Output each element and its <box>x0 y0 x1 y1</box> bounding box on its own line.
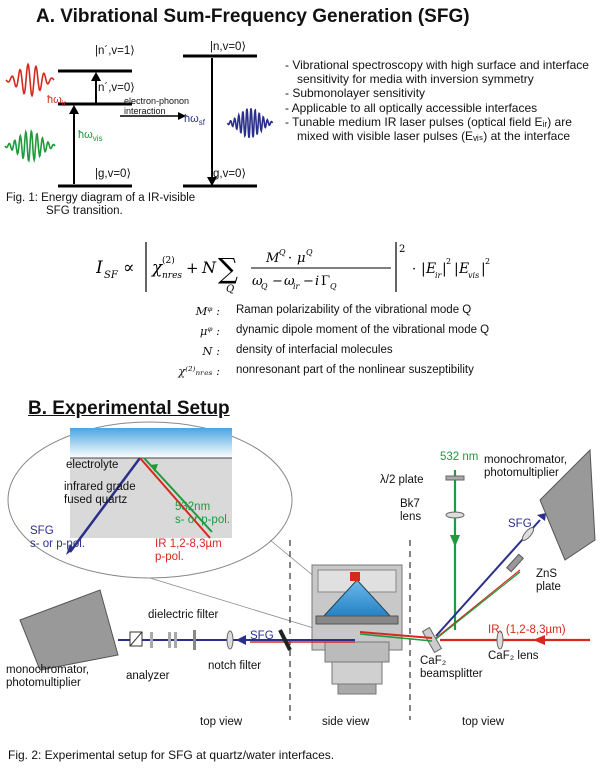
sfg-right-label: SFG <box>508 518 532 530</box>
bullet-item: - Tunable medium IR laser pulses (optica… <box>285 114 572 144</box>
photon-sf-label: ħωsf <box>184 113 205 128</box>
svg-text:Q: Q <box>330 282 337 291</box>
sf-arrow-head <box>207 177 217 186</box>
svg-text:Γ: Γ <box>321 274 330 289</box>
svg-text:ir: ir <box>293 282 301 291</box>
side-view-label: side view <box>322 716 370 728</box>
svg-text:N: N <box>201 258 217 277</box>
svg-text:μ: μ <box>297 251 305 266</box>
ir-arrow-head <box>91 72 101 81</box>
svg-text:∝: ∝ <box>123 258 135 278</box>
sfg-left-label: SFG <box>250 630 274 642</box>
svg-text:χ: χ <box>151 258 164 278</box>
svg-text:vis: vis <box>468 271 479 280</box>
zns-plate-label: ZnS plate <box>536 568 561 593</box>
vis-arrow-head <box>69 105 79 114</box>
analyzer-label: analyzer <box>126 670 170 682</box>
ir-right-label: IR. (1,2-8,3µm) <box>488 624 566 636</box>
top-view-left-label: top view <box>200 716 243 728</box>
svg-text:I: I <box>96 258 103 278</box>
label-g-left: |g,v=0⟩ <box>95 168 131 180</box>
svg-text:SF: SF <box>104 270 119 281</box>
half-wave-plate-label: λ/2 plate <box>380 474 424 486</box>
caf2-lens-label: CaF₂ lens <box>488 650 539 662</box>
svg-text:Q: Q <box>279 248 286 257</box>
svg-text:ω: ω <box>252 274 263 289</box>
energy-diagram <box>4 54 274 188</box>
svg-text:M: M <box>265 251 280 266</box>
monochromator-left-label: monochromator, photomultiplier <box>6 664 90 689</box>
inset-vis-label: 532nm s- or p-pol. <box>175 501 230 526</box>
electrolyte-label: electrolyte <box>66 459 119 471</box>
label-n-prime-v0: |n´,v=0⟩ <box>95 82 135 94</box>
label-n-v0: |n,v=0⟩ <box>210 41 246 53</box>
svg-text:·: · <box>288 251 292 266</box>
interaction-label: electron-phonon interaction <box>124 96 190 116</box>
svg-text:Q: Q <box>306 248 313 257</box>
svg-text:Q: Q <box>261 282 268 291</box>
wavelength-532-label: 532 nm <box>440 451 479 463</box>
svg-text:|: | <box>442 261 447 277</box>
ir-wave-packet <box>5 62 55 98</box>
svg-text:ω: ω <box>284 274 295 289</box>
svg-text:−: − <box>303 274 314 289</box>
svg-text:(2): (2) <box>162 255 175 266</box>
bullet-item: - Vibrational spectroscopy with high sur… <box>285 58 589 87</box>
feature-list: - Vibrational spectroscopy with high sur… <box>285 58 590 143</box>
label-g-right: |g,v=0⟩ <box>210 168 246 180</box>
svg-text:−: − <box>272 274 283 289</box>
svg-text:2: 2 <box>485 257 490 266</box>
svg-text:|: | <box>481 261 486 277</box>
inset-sfg-beam <box>68 457 142 553</box>
svg-text:∑: ∑ <box>218 252 238 285</box>
notch-filter-label: notch filter <box>208 660 262 672</box>
sf-wave-packet <box>226 108 274 138</box>
svg-text:Q: Q <box>226 284 234 295</box>
section-a-title: A. Vibrational Sum-Frequency Generation … <box>36 6 470 27</box>
photon-ir-label: ħωir <box>47 94 67 109</box>
setup-diagram <box>7 421 596 720</box>
svg-text:i: i <box>315 274 319 289</box>
vis-wave-packet <box>4 129 56 164</box>
svg-text:E: E <box>425 261 436 277</box>
svg-text:+: + <box>186 259 199 277</box>
svg-text:ir: ir <box>435 271 443 280</box>
inset-ir-beam <box>139 457 211 539</box>
inset-ir-label: IR 1,2-8,3µm p-pol. <box>155 538 222 563</box>
section-b-title: B. Experimental Setup <box>28 398 230 419</box>
bullet-item: - Applicable to all optically accessible… <box>285 100 538 115</box>
svg-text:|: | <box>454 261 459 277</box>
fig1-caption: Fig. 1: Energy diagram of a IR-visible S… <box>6 192 196 217</box>
svg-text:nres: nres <box>162 271 182 281</box>
photon-vis-label: ħωvis <box>78 129 103 144</box>
dielectric-filter-label: dielectric filter <box>148 609 219 621</box>
monochromator-right <box>539 448 596 561</box>
bk7-lens-label: Bk7 lens <box>400 498 422 523</box>
label-n-prime-v1: |n´,v=1⟩ <box>95 45 135 57</box>
sfg-intensity-formula: I SF ∝ χ (2) nres + N ∑ Q M Q · μ Q ω Q … <box>96 242 490 295</box>
svg-text:E: E <box>458 261 469 277</box>
electrolyte-layer <box>70 428 232 458</box>
svg-text:·: · <box>412 262 416 277</box>
svg-text:|: | <box>421 261 426 277</box>
svg-text:2: 2 <box>399 244 405 255</box>
monochromator-right-label: monochromator, photomultiplier <box>484 454 568 479</box>
quartz-label: infrared grade fused quartz <box>64 481 136 506</box>
top-view-right-label: top view <box>462 716 505 728</box>
monochromator-left <box>19 589 119 671</box>
svg-text:2: 2 <box>446 257 451 266</box>
bullet-item: - Submonolayer sensitivity <box>285 86 426 101</box>
caf2-beamsplitter-label: CaF₂ beamsplitter <box>420 655 483 680</box>
fig2-caption: Fig. 2: Experimental setup for SFG at qu… <box>8 748 335 762</box>
inset-sfg-label: SFG s- or p-pol. <box>30 525 85 550</box>
